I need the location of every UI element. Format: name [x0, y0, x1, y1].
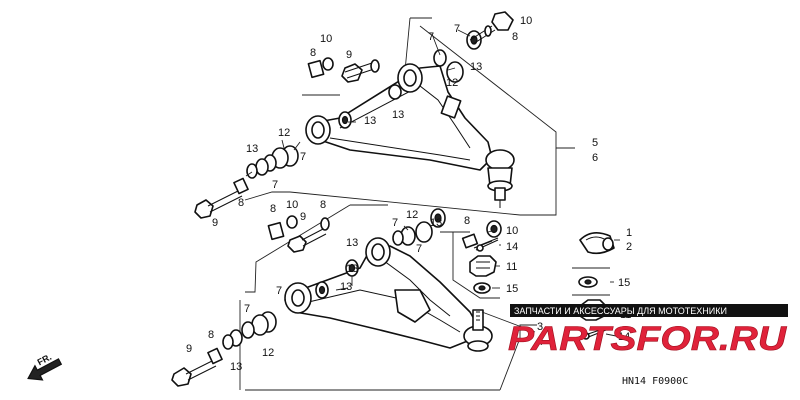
label-lower-7d: 7 — [244, 303, 250, 315]
upper-arm-group-bracket — [244, 17, 575, 216]
upper-arm-labels: 10 8 7 13 12 7 13 10 8 9 13 12 7 13 7 8 … — [212, 15, 532, 229]
callout-15: 15 — [618, 277, 630, 289]
label-upper-9-left: 9 — [346, 49, 352, 61]
upper-arm-bushing-top — [388, 30, 482, 100]
label-lower-9b: 9 — [186, 343, 192, 355]
label-side-10: 10 — [506, 225, 518, 237]
lower-arm-bushing-12-front — [251, 311, 277, 336]
label-upper-12-mid: 12 — [278, 127, 290, 139]
label-upper-8-top: 8 — [512, 31, 518, 43]
upper-front-bolt — [194, 177, 249, 219]
label-lower-12b: 12 — [262, 347, 274, 359]
label-lower-13d: 13 — [346, 263, 358, 275]
watermark-logo: PARTSFOR.RU — [508, 320, 788, 358]
label-lower-13e: 13 — [340, 281, 352, 293]
upper-pivot-bolt-left — [307, 57, 380, 83]
callout-1: 1 — [626, 227, 632, 239]
lower-arm-seal-7-front — [241, 321, 255, 339]
label-upper-8-left: 8 — [310, 47, 316, 59]
upper-arm-seal-7-front — [255, 154, 277, 176]
label-upper-7-mid: 7 — [300, 151, 306, 163]
label-upper-8-mid: 8 — [238, 197, 244, 209]
cotter-pin-14-right — [582, 327, 607, 340]
label-upper-10-top: 10 — [520, 15, 532, 27]
callout-3: 3 — [537, 321, 543, 333]
callout-4: 4 — [537, 336, 543, 348]
washer-15 — [473, 282, 491, 294]
label-side-15: 15 — [506, 283, 518, 295]
lower-arm-bushing-top — [392, 208, 446, 246]
label-upper-13-mid: 13 — [246, 143, 258, 155]
label-upper-13-left: 13 — [364, 115, 376, 127]
callout-6: 6 — [592, 152, 598, 164]
label-lower-10: 10 — [286, 199, 298, 211]
lower-arm-labels: 8 10 9 8 7 12 13 7 13 7 7 12 8 13 9 13 1… — [186, 199, 442, 373]
diagram-code: HN14 F0900C — [622, 376, 688, 387]
label-upper-7-top: 7 — [454, 23, 460, 35]
arrow-left-icon — [27, 358, 63, 381]
callout-14: 14 — [618, 331, 630, 343]
label-lower-9: 9 — [300, 211, 306, 223]
cotter-pin-14 — [475, 237, 499, 252]
lower-front-bolt — [171, 347, 223, 387]
watermark-tagline: ЗАПЧАСТИ И АКСЕССУАРЫ ДЛЯ МОТОТЕХНИКИ — [514, 306, 727, 316]
front-direction-indicator: FR. — [27, 352, 63, 381]
label-side-14: 14 — [506, 241, 518, 253]
label-upper-7-b: 7 — [428, 31, 434, 43]
label-lower-8: 8 — [270, 203, 276, 215]
lower-arm-group-bracket — [239, 204, 537, 391]
upper-ball-joint — [485, 149, 515, 208]
label-upper-13-b: 13 — [392, 109, 404, 121]
lower-ball-joint — [463, 309, 493, 352]
label-lower-8b: 8 — [320, 199, 326, 211]
label-side-11: 11 — [506, 261, 517, 273]
castle-nut-11 — [469, 255, 497, 277]
label-lower-13c: 13 — [230, 361, 242, 373]
watermark-tagline-band — [510, 304, 788, 317]
label-lower-13b: 13 — [346, 237, 358, 249]
right-group-separators — [572, 267, 610, 296]
lower-arm-washer-13-front — [222, 329, 243, 350]
label-side-8: 8 — [464, 215, 470, 227]
label-upper-10-left: 10 — [320, 33, 332, 45]
callout-5: 5 — [592, 137, 598, 149]
label-lower-7c: 7 — [276, 285, 282, 297]
lower-pivot-bolt-left — [267, 215, 330, 253]
label-lower-7b: 7 — [416, 243, 422, 255]
label-upper-13-top: 13 — [470, 61, 482, 73]
upper-arm-seal-13-mid — [338, 111, 352, 129]
label-upper-7-mid2: 7 — [272, 179, 278, 191]
callout-2: 2 — [626, 241, 632, 253]
watermark: ЗАПЧАСТИ И АКСЕССУАРЫ ДЛЯ МОТОТЕХНИКИ PA… — [508, 304, 788, 358]
upper-control-arm — [305, 63, 493, 171]
side-part-labels: 8 10 14 11 15 — [464, 215, 518, 295]
lower-control-arm — [284, 237, 479, 349]
label-lower-8c: 8 — [208, 329, 214, 341]
upper-pivot-bolt-top — [469, 11, 514, 45]
label-upper-12-top: 12 — [446, 77, 458, 89]
boot-1-2 — [579, 232, 615, 255]
label-lower-13: 13 — [430, 217, 442, 229]
label-lower-12: 12 — [406, 209, 418, 221]
label-lower-7: 7 — [392, 217, 398, 229]
label-upper-9-mid: 9 — [212, 217, 218, 229]
washer-15-right — [578, 276, 598, 288]
upper-arm-washer-13-front — [246, 163, 258, 179]
